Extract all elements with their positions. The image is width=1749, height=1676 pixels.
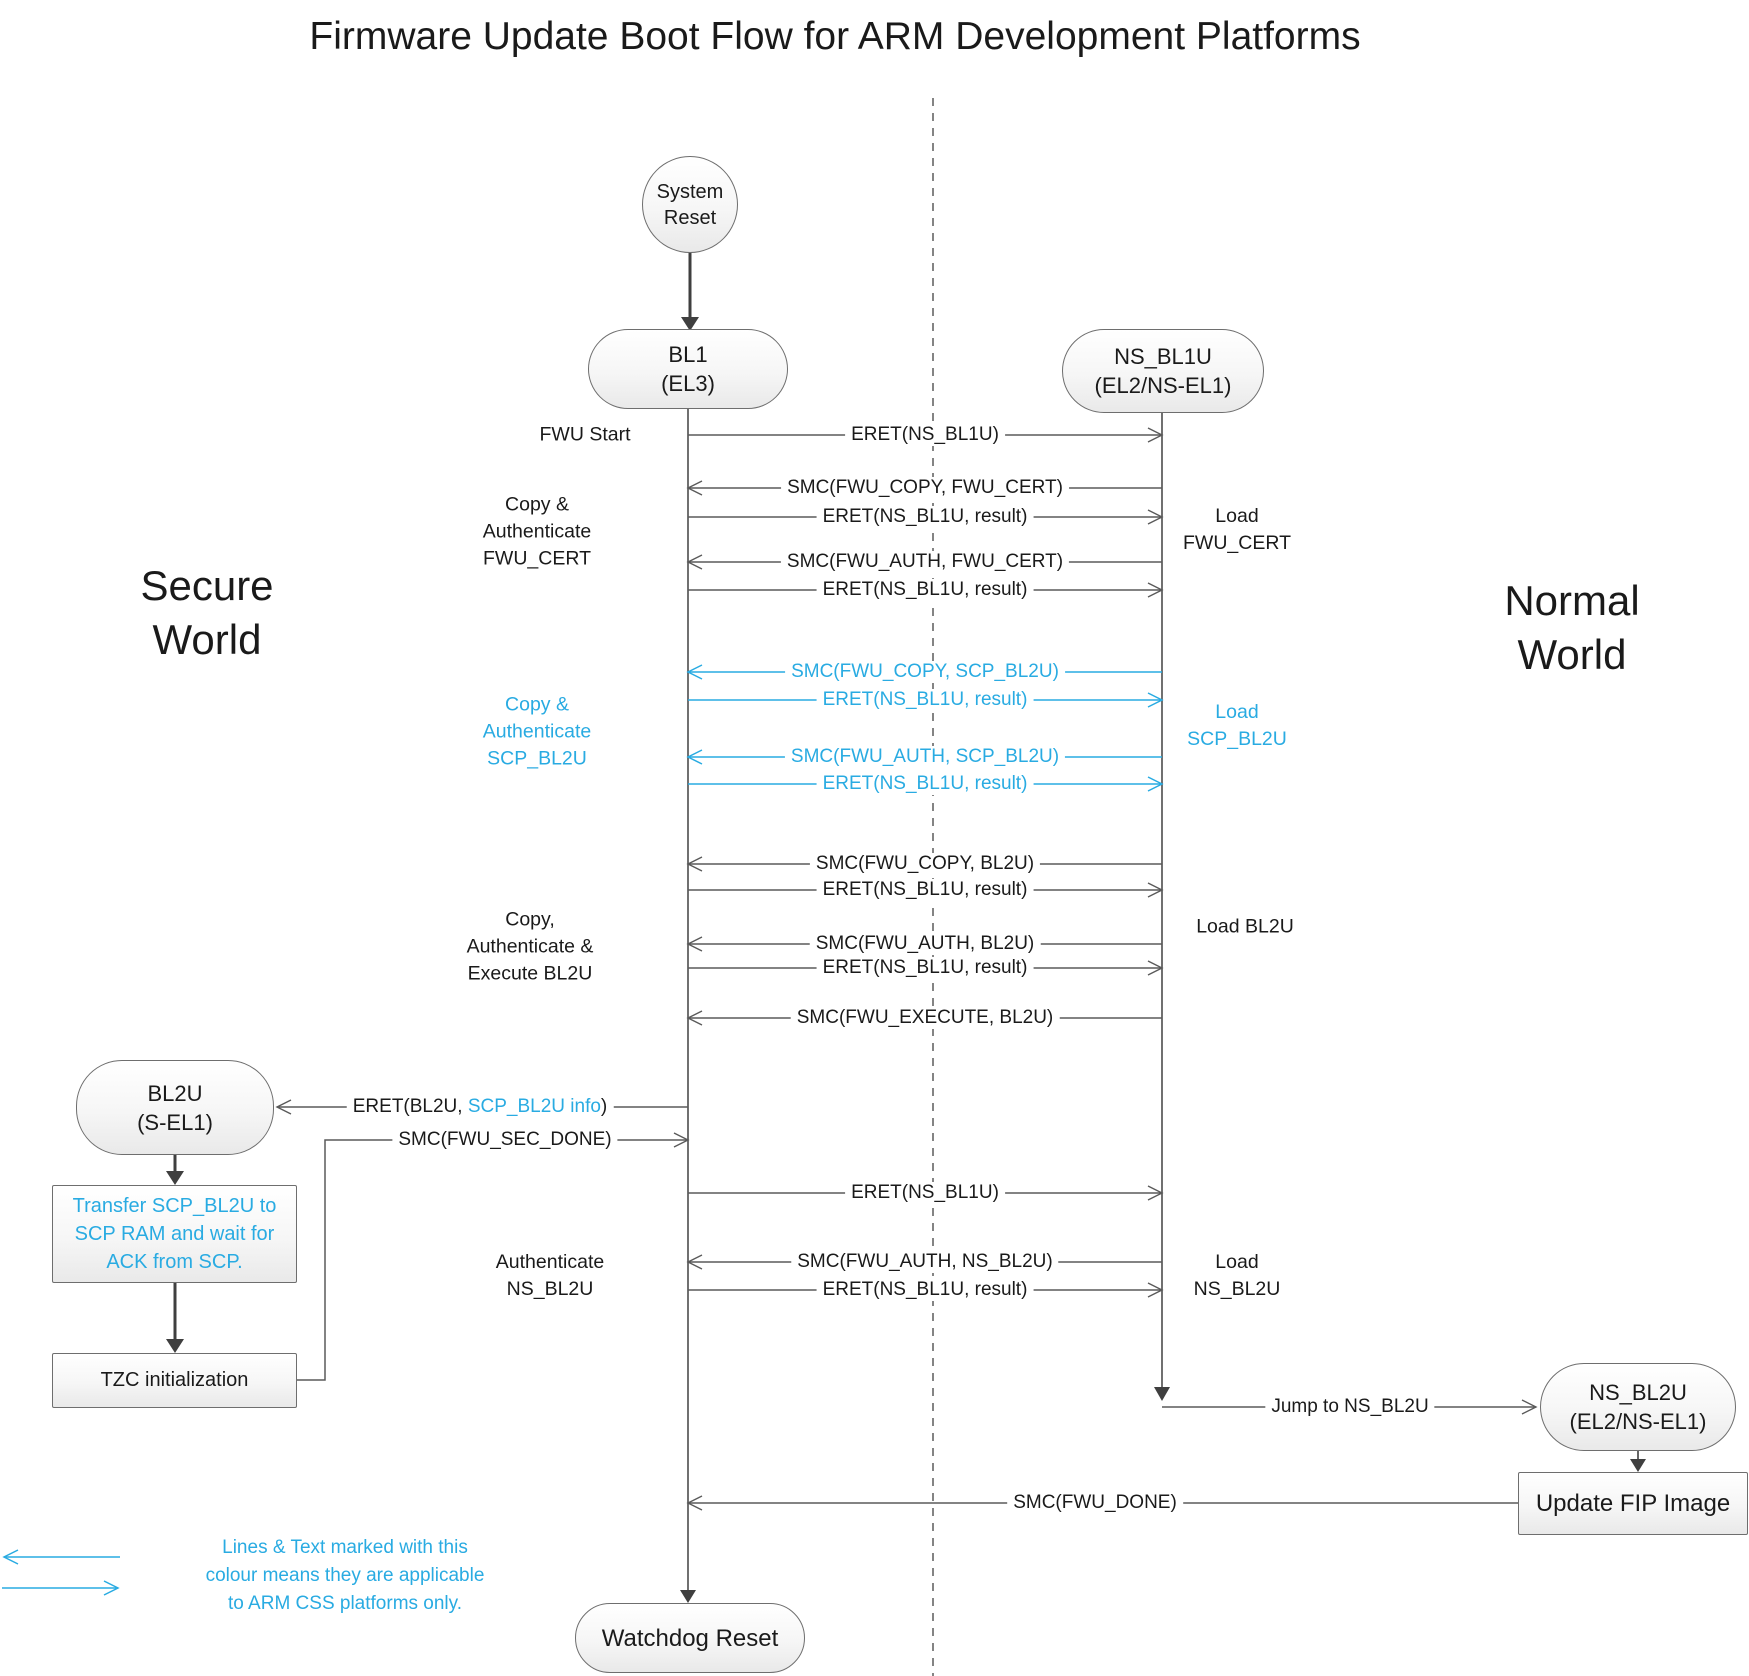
msg-eret-ns-bl1u-1: ERET(NS_BL1U)	[845, 424, 1005, 446]
msg-eret-bl2u-scp-info: ERET(BL2U, SCP_BL2U info)	[346, 1096, 614, 1118]
bl2u-to-transfer-arrowhead	[166, 1171, 184, 1185]
legend-css-note: Lines & Text marked with this colour mea…	[205, 1537, 485, 1614]
node-ns-bl1u: NS_BL1U (EL2/NS-EL1)	[1062, 329, 1264, 413]
msg-eret-result-3: ERET(NS_BL1U, result)	[816, 689, 1034, 711]
node-tzc-initialization: TZC initialization	[52, 1353, 297, 1408]
msg-smc-fwu-copy-fwu-cert: SMC(FWU_COPY, FWU_CERT)	[781, 477, 1069, 499]
node-ns-bl2u: NS_BL2U (EL2/NS-EL1)	[1540, 1363, 1736, 1451]
label-load-ns-bl2u: Load NS_BL2U	[1193, 1251, 1281, 1300]
diagram-title: Firmware Update Boot Flow for ARM Develo…	[309, 15, 1361, 58]
label-load-fwu-cert: Load FWU_CERT	[1183, 505, 1291, 554]
label-load-bl2u: Load BL2U	[1196, 915, 1294, 938]
transfer-to-tzc-arrowhead	[166, 1339, 184, 1353]
msg-part: )	[600, 1096, 608, 1117]
msg-eret-result-4: ERET(NS_BL1U, result)	[816, 773, 1034, 795]
msg-part-css: SCP_BL2U info	[467, 1096, 601, 1117]
node-transfer-scp-bl2u: Transfer SCP_BL2U to SCP RAM and wait fo…	[52, 1185, 297, 1283]
node-bl1: BL1 (EL3)	[588, 329, 788, 409]
msg-smc-fwu-auth-bl2u: SMC(FWU_AUTH, BL2U)	[809, 933, 1041, 955]
msg-eret-result-5: ERET(NS_BL1U, result)	[816, 879, 1034, 901]
reset-to-bl1-arrowhead	[681, 317, 699, 331]
msg-smc-fwu-auth-scp-bl2u: SMC(FWU_AUTH, SCP_BL2U)	[784, 746, 1066, 768]
label-copy-auth-scp-bl2u: Copy & Authenticate SCP_BL2U	[482, 693, 592, 770]
msg-smc-fwu-copy-scp-bl2u: SMC(FWU_COPY, SCP_BL2U)	[785, 661, 1065, 683]
msg-eret-result-6: ERET(NS_BL1U, result)	[816, 957, 1034, 979]
msg-part: ERET(BL2U,	[352, 1096, 468, 1117]
label-copy-auth-exec-bl2u: Copy, Authenticate & Execute BL2U	[466, 908, 594, 985]
msg-eret-result-1: ERET(NS_BL1U, result)	[816, 506, 1034, 528]
node-system-reset: System Reset	[642, 156, 738, 253]
msg-smc-fwu-done: SMC(FWU_DONE)	[1007, 1492, 1183, 1514]
msg-smc-fwu-auth-fwu-cert: SMC(FWU_AUTH, FWU_CERT)	[780, 551, 1070, 573]
msg-smc-fwu-execute-bl2u: SMC(FWU_EXECUTE, BL2U)	[790, 1007, 1060, 1029]
node-watchdog-reset: Watchdog Reset	[575, 1603, 805, 1673]
node-update-fip-image: Update FIP Image	[1518, 1472, 1748, 1535]
message-arrowheads	[275, 427, 1538, 1511]
msg-smc-fwu-auth-ns-bl2u: SMC(FWU_AUTH, NS_BL2U)	[791, 1251, 1059, 1273]
msg-jump-to-ns-bl2u: Jump to NS_BL2U	[1265, 1396, 1435, 1418]
bl1-to-watchdog-arrowhead	[680, 1590, 696, 1603]
node-bl2u: BL2U (S-EL1)	[76, 1060, 274, 1155]
nsbl2u-to-fip-arrowhead	[1630, 1459, 1646, 1472]
secure-world-label: Secure World	[140, 562, 274, 663]
msg-eret-result-7: ERET(NS_BL1U, result)	[816, 1279, 1034, 1301]
normal-world-label: Normal World	[1504, 577, 1640, 678]
msg-smc-fwu-sec-done: SMC(FWU_SEC_DONE)	[392, 1129, 618, 1151]
label-copy-auth-fwu-cert: Copy & Authenticate FWU_CERT	[482, 493, 592, 570]
msg-eret-result-2: ERET(NS_BL1U, result)	[816, 579, 1034, 601]
label-authenticate-ns-bl2u: Authenticate NS_BL2U	[495, 1251, 605, 1300]
msg-smc-fwu-copy-bl2u: SMC(FWU_COPY, BL2U)	[809, 853, 1041, 875]
label-load-scp-bl2u: Load SCP_BL2U	[1187, 701, 1287, 750]
ns-lifeline-end-arrowhead	[1154, 1387, 1170, 1401]
msg-eret-ns-bl1u-2: ERET(NS_BL1U)	[845, 1182, 1005, 1204]
label-fwu-start: FWU Start	[539, 423, 631, 446]
